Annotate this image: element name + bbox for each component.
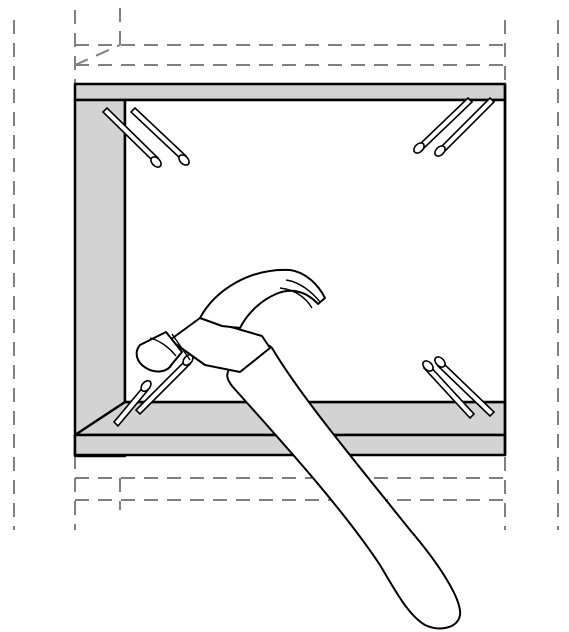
hammer-face: [135, 331, 183, 373]
box-frame: [73, 82, 507, 458]
hammer-claw: [199, 268, 326, 329]
nail-icon: [134, 353, 194, 416]
nail-icon: [112, 379, 152, 428]
nail-icon: [434, 96, 496, 157]
nails: [101, 96, 496, 428]
top-board: [73, 82, 507, 102]
nail-icon: [101, 106, 162, 168]
hammer-icon: [135, 268, 462, 630]
left-board: [73, 98, 127, 458]
nail-icon: [413, 96, 474, 154]
nail-icon: [422, 360, 476, 420]
nail-icon: [129, 106, 190, 166]
hammer-handle: [226, 342, 462, 630]
nail-icon: [434, 356, 496, 418]
